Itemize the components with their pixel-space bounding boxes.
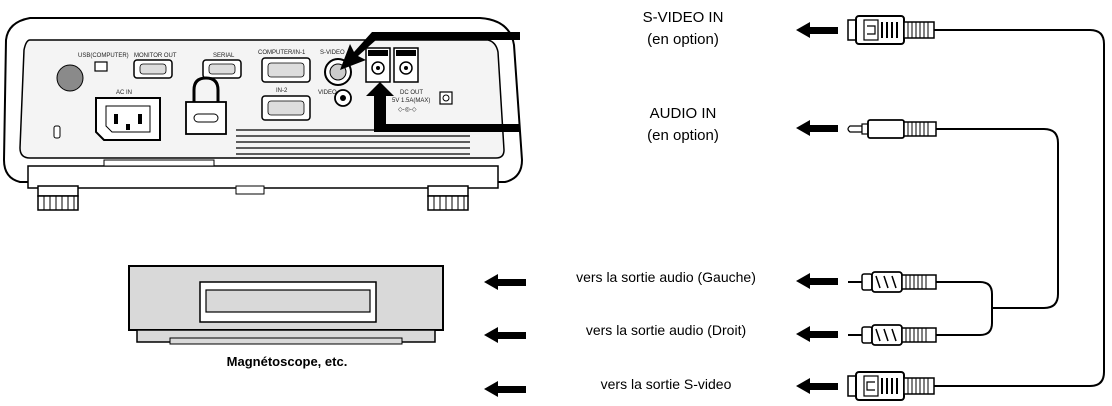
label-to-audio-right: vers la sortie audio (Droit) — [586, 322, 746, 338]
audio-cable-split-left — [936, 281, 993, 308]
computer-in1-pins — [267, 62, 305, 78]
audio-mini-plug — [847, 119, 937, 139]
arrow-rca-right-in — [796, 326, 838, 342]
audio-cable-split-right — [936, 307, 1000, 336]
port-label-serial: SERIAL — [213, 53, 235, 59]
arrow-svideo-in — [796, 22, 838, 38]
label-svideo-in-optional: (en option) — [647, 31, 719, 48]
in2-pins — [267, 100, 305, 116]
arrow-rca-left-in — [796, 273, 838, 289]
svideo-cable — [934, 29, 1105, 387]
port-label-monitor-out: MONITOR OUT — [134, 53, 177, 59]
label-to-svideo-out: vers la sortie S-video — [601, 376, 732, 392]
projector-foot-left — [37, 185, 79, 211]
dc-polarity-symbol: ◇-◎-◇ — [398, 107, 417, 113]
ac-pin-ground — [126, 124, 130, 130]
svideo-plug-top — [847, 15, 935, 45]
svideo-in-arrow — [340, 32, 520, 70]
padlock-slot — [193, 113, 219, 123]
vcr-cassette-door — [205, 289, 371, 313]
port-label-dc-spec: 5V 1.5A(MAX) — [392, 98, 430, 104]
audio-in-port-label-bar — [368, 50, 388, 56]
vcr-base-foot — [169, 337, 403, 345]
padlock-shackle — [192, 76, 220, 104]
audio-out-port-label-bar — [396, 50, 416, 56]
audio-in-arrow — [366, 82, 520, 132]
label-to-audio-left: vers la sortie audio (Gauche) — [576, 269, 756, 285]
audio-in-jack-center — [376, 66, 380, 70]
projector-base-notch — [235, 185, 265, 195]
label-audio-in: AUDIO IN — [650, 105, 717, 122]
video-jack-center — [340, 95, 346, 101]
monitor-out-pins — [139, 63, 167, 75]
projector-base — [27, 165, 499, 189]
label-audio-in-optional: (en option) — [647, 127, 719, 144]
audio-cable — [936, 128, 1059, 309]
vcr-device — [128, 265, 444, 345]
port-label-in2: IN-2 — [276, 88, 288, 94]
port-label-svideo: S-VIDEO — [320, 50, 345, 56]
projector-bottom-bar — [103, 159, 215, 167]
vent-grille — [236, 129, 470, 155]
port-label-dc-out: DC OUT — [400, 90, 423, 96]
projector: USB(COMPUTER) MONITOR OUT SERIAL COMPUTE… — [2, 17, 524, 211]
dc-out-port-pin — [442, 94, 450, 102]
ac-inlet-inner — [105, 105, 151, 133]
port-label-computer-in1: COMPUTER/IN-1 — [258, 50, 306, 56]
ac-pin-right — [138, 114, 142, 124]
port-label-ac-in: AC IN — [116, 90, 132, 96]
arrow-audio-in — [796, 120, 838, 136]
arrow-vcr-audio-left — [484, 274, 526, 290]
rca-plug-left — [848, 271, 937, 293]
port-label-usb: USB(COMPUTER) — [78, 53, 129, 59]
serial-pins — [208, 63, 236, 75]
projector-foot-right — [427, 185, 469, 211]
ac-pin-left — [114, 114, 118, 124]
label-vcr: Magnétoscope, etc. — [227, 354, 348, 369]
speaker-grille — [56, 64, 84, 92]
port-label-video: VIDEO — [318, 90, 337, 96]
audio-out-jack-center — [404, 66, 408, 70]
label-svideo-in: S-VIDEO IN — [643, 9, 724, 26]
security-slot — [53, 125, 61, 139]
arrow-svideo-out — [796, 378, 838, 394]
usb-port — [94, 61, 108, 72]
rca-plug-right — [848, 324, 937, 346]
arrow-vcr-audio-right — [484, 327, 526, 343]
arrow-vcr-svideo — [484, 381, 526, 397]
svideo-plug-bottom — [847, 371, 935, 401]
